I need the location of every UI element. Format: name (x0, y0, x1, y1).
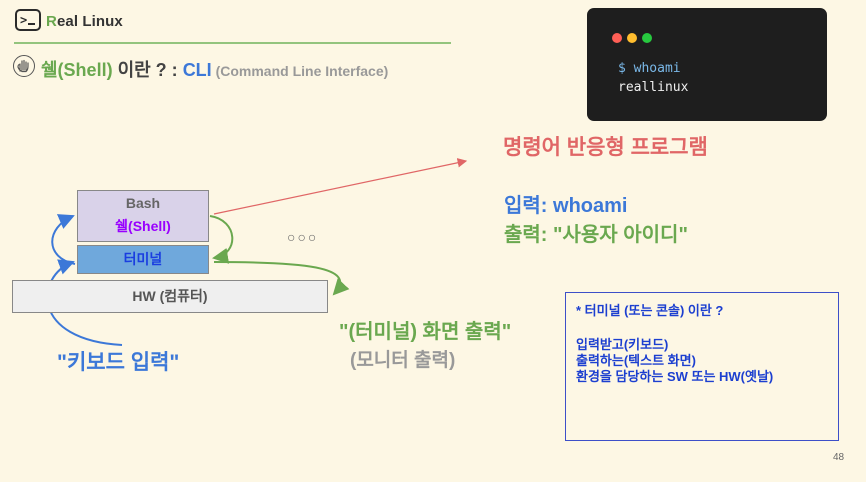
terminal-definition-note: * 터미널 (또는 콘솔) 이란 ? 입력받고(키보드) 출력하는(텍스트 화면… (565, 292, 839, 441)
slide-heading: 쉘(Shell) 이란 ? : CLI (Command Line Interf… (41, 56, 388, 82)
shell-to-terminal-arrow (209, 215, 234, 264)
shell-layer-label: 쉘(Shell) (115, 218, 171, 234)
hardware-layer: HW (컴퓨터) (12, 280, 328, 313)
heading-middle: 이란 ? : (112, 60, 183, 80)
hand-icon (13, 55, 35, 77)
maximize-dot-icon (642, 33, 652, 43)
output-line: 출력: "사용자 아이디" (504, 224, 688, 246)
terminal-to-shell-arrow (51, 214, 76, 265)
note-line-1: 입력받고(키보드) (576, 337, 669, 352)
keyboard-input-label: "키보드 입력" (57, 351, 180, 374)
note-line-3: 환경을 담당하는 SW 또는 HW(옛날) (576, 369, 774, 384)
terminal-output: reallinux (618, 80, 689, 95)
shell-layer-bash: Bash (125, 195, 161, 211)
heading-cli: CLI (182, 60, 212, 80)
shell-layer: Bash 쉘(Shell) (77, 190, 209, 242)
shell-to-program-arrow (213, 158, 468, 215)
command-program-label: 명령어 반응형 프로그램 (503, 136, 708, 159)
terminal-to-hw-arrow (213, 261, 350, 296)
minimize-dot-icon (627, 33, 637, 43)
page-number: 48 (833, 452, 845, 463)
monitor-output-label: (모니터 출력) (350, 350, 456, 371)
close-dot-icon (612, 33, 622, 43)
ellipsis-dots: ○○○ (287, 229, 319, 245)
brand-title-rest: eal Linux (56, 13, 123, 30)
brand-title: Real Linux (46, 13, 123, 30)
terminal-command: $ whoami (618, 61, 681, 76)
terminal-prompt-icon: > (15, 9, 41, 31)
note-line-2: 출력하는(텍스트 화면) (576, 353, 696, 368)
terminal-layer: 터미널 (77, 245, 209, 274)
terminal-window: $ whoami reallinux (587, 8, 827, 121)
heading-cli-full: (Command Line Interface) (211, 63, 389, 79)
title-divider (14, 42, 451, 44)
heading-shell: 쉘(Shell) (41, 60, 113, 80)
input-line: 입력: whoami (504, 195, 628, 217)
brand-accent-letter: R (46, 13, 57, 30)
note-title: * 터미널 (또는 콘솔) 이란 ? (576, 303, 724, 318)
screen-output-label: "(터미널) 화면 출력" (339, 321, 512, 343)
